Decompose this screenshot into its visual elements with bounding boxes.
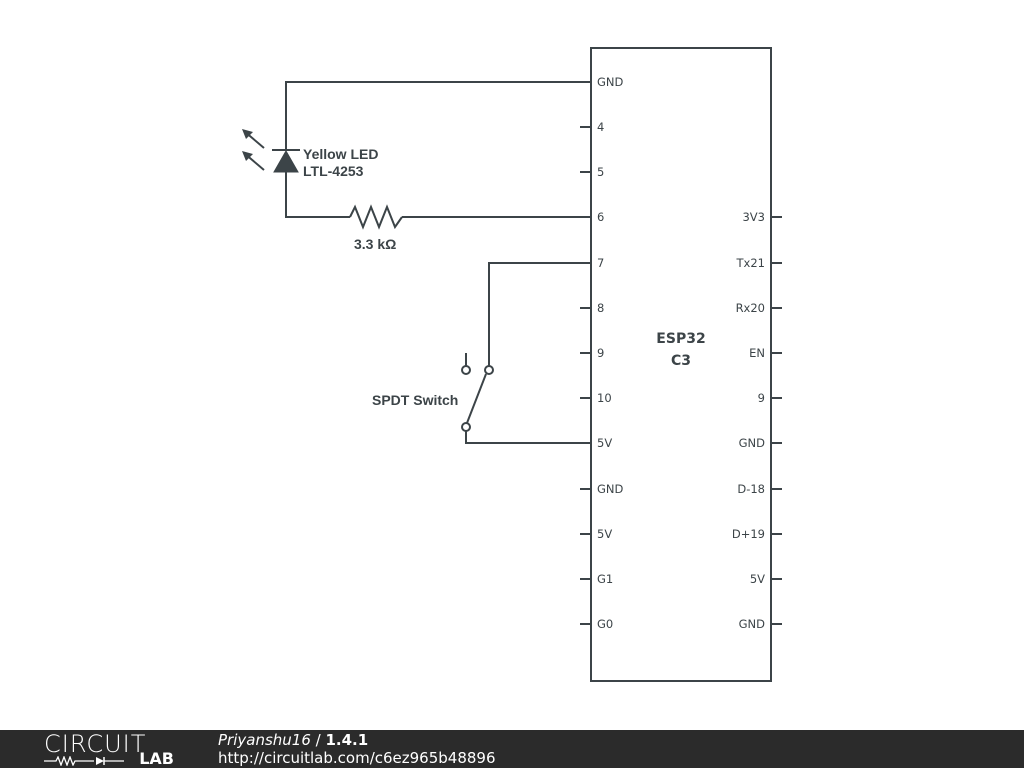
module-name-line2: C3 [671,353,691,369]
logo-word-lab: LAB [139,749,174,768]
pin-right-tx21: Tx21 [736,256,765,270]
pin-left-8: 8 [597,301,604,315]
switch-label: SPDT Switch [372,392,458,408]
pin-right-9: 9 [758,391,765,405]
wire-pin7-to-switch [488,262,591,366]
led-part-number: LTL-4253 [303,163,364,179]
module-name-line1: ESP32 [656,331,705,347]
esp32-c3-module[interactable] [590,47,772,682]
resistor-symbol[interactable] [349,204,403,230]
author-name[interactable]: Priyanshu16 [218,731,311,749]
pin-left-4: 4 [597,120,604,134]
pin-left-9: 9 [597,346,604,360]
left-pin-stubs [580,126,591,625]
version-number: 1.4.1 [325,731,369,749]
wire-switch-to-5v [465,431,591,444]
circuitlab-logo[interactable]: CIRCUIT LAB [44,730,174,768]
pin-left-6: 6 [597,210,604,224]
pin-left-g1: G1 [597,572,613,586]
wire-led-to-resistor [285,172,350,218]
pin-left-5: 5 [597,165,604,179]
logo-word-circuit: CIRCUIT [44,730,147,758]
pin-right-d-plus-19: D+19 [732,527,765,541]
pin-right-5v: 5V [750,572,765,586]
led-label: Yellow LED [303,146,378,162]
led-symbol[interactable] [242,129,300,173]
wire-gnd-to-led [285,81,591,149]
circuit-url[interactable]: http://circuitlab.com/c6ez965b48896 [218,749,496,767]
spdt-switch-symbol[interactable] [461,365,494,432]
pin-left-g0: G0 [597,617,613,631]
resistor-label: 3.3 kΩ [354,236,396,252]
pin-right-en: EN [749,346,765,360]
author-version-line: Priyanshu16 / 1.4.1 [218,731,368,749]
pin-left-7: 7 [597,256,604,270]
pin-left-10: 10 [597,391,612,405]
right-pin-stubs [771,216,782,625]
pin-right-rx20: Rx20 [736,301,765,315]
pin-left-gnd-top: GND [597,75,624,89]
author-separator: / [310,731,326,749]
pin-right-gnd-a: GND [739,436,766,450]
pin-right-gnd-b: GND [739,617,766,631]
footer-bar: CIRCUIT LAB Priyanshu16 / 1.4.1 http://c… [0,730,1024,768]
pin-left-5v-a: 5V [597,436,612,450]
schematic-canvas: ESP32 C3 GND 4 5 6 7 8 9 10 5V GND 5V G1… [242,47,782,682]
pin-left-gnd-b: GND [597,482,624,496]
pin-left-5v-b: 5V [597,527,612,541]
logo-resistor-diode-icon [44,756,124,766]
pin-right-3v3: 3V3 [742,210,765,224]
pin-right-d-minus-18: D-18 [737,482,765,496]
